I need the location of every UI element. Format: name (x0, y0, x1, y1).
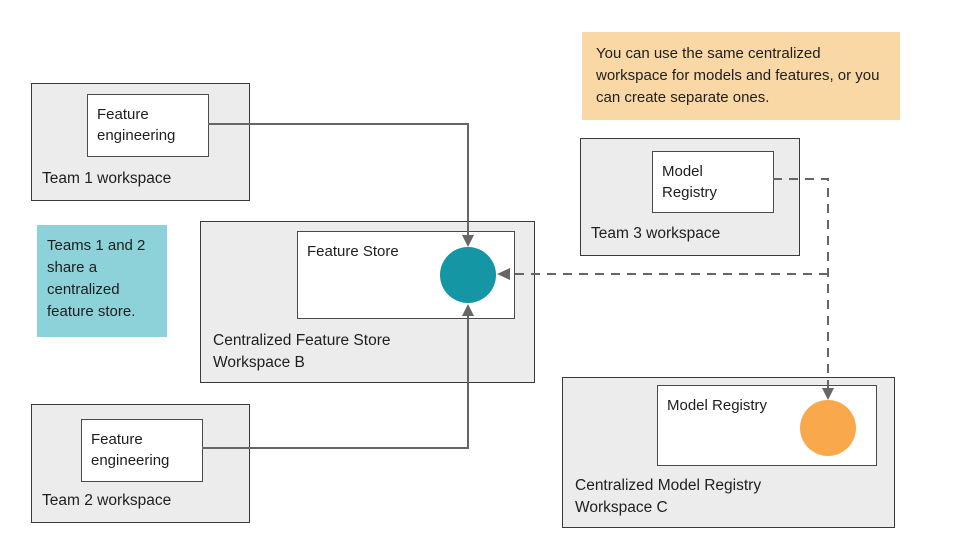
team3-workspace-box: Model Registry Team 3 workspace (580, 138, 800, 256)
team2-feature-engineering-box: Feature engineering (81, 419, 203, 482)
workspace-c-model-registry-label: Model Registry (667, 397, 768, 414)
feature-store-box: Feature Store (297, 231, 515, 319)
note-shared-feature-store-text: Teams 1 and 2 share a centralized featur… (47, 237, 146, 320)
workspace-b-label-line1: Centralized Feature Store (213, 332, 391, 349)
note-shared-feature-store: Teams 1 and 2 share a centralized featur… (37, 225, 167, 337)
team2-feature-engineering-label: Feature engineering (91, 431, 170, 469)
workspace-c-model-registry-box: Model Registry (657, 385, 877, 466)
workspace-b-label: Centralized Feature Store Workspace B (213, 330, 390, 374)
team3-model-registry-box: Model Registry (652, 151, 774, 213)
note-same-workspace-text: You can use the same centralized workspa… (596, 45, 880, 106)
workspace-c-label: Centralized Model Registry Workspace C (575, 475, 761, 519)
team1-workspace-box: Feature engineering Team 1 workspace (31, 83, 250, 201)
workspace-c-label-line2: Workspace C (575, 499, 668, 516)
feature-store-label: Feature Store (307, 243, 399, 260)
workspace-c-box: Model Registry Centralized Model Registr… (562, 377, 895, 528)
workspace-b-box: Feature Store Centralized Feature Store … (200, 221, 535, 383)
team1-feature-engineering-label: Feature engineering (97, 106, 176, 144)
workspace-c-label-line1: Centralized Model Registry (575, 477, 762, 494)
team2-workspace-label: Team 2 workspace (42, 492, 172, 509)
team1-feature-engineering-box: Feature engineering (87, 94, 209, 157)
team3-workspace-label: Team 3 workspace (591, 225, 721, 242)
workspace-b-label-line2: Workspace B (213, 354, 305, 371)
team1-workspace-label: Team 1 workspace (42, 170, 172, 187)
team3-model-registry-label: Model Registry (662, 163, 718, 201)
note-same-workspace: You can use the same centralized workspa… (582, 32, 900, 120)
team2-workspace-box: Feature engineering Team 2 workspace (31, 404, 250, 523)
